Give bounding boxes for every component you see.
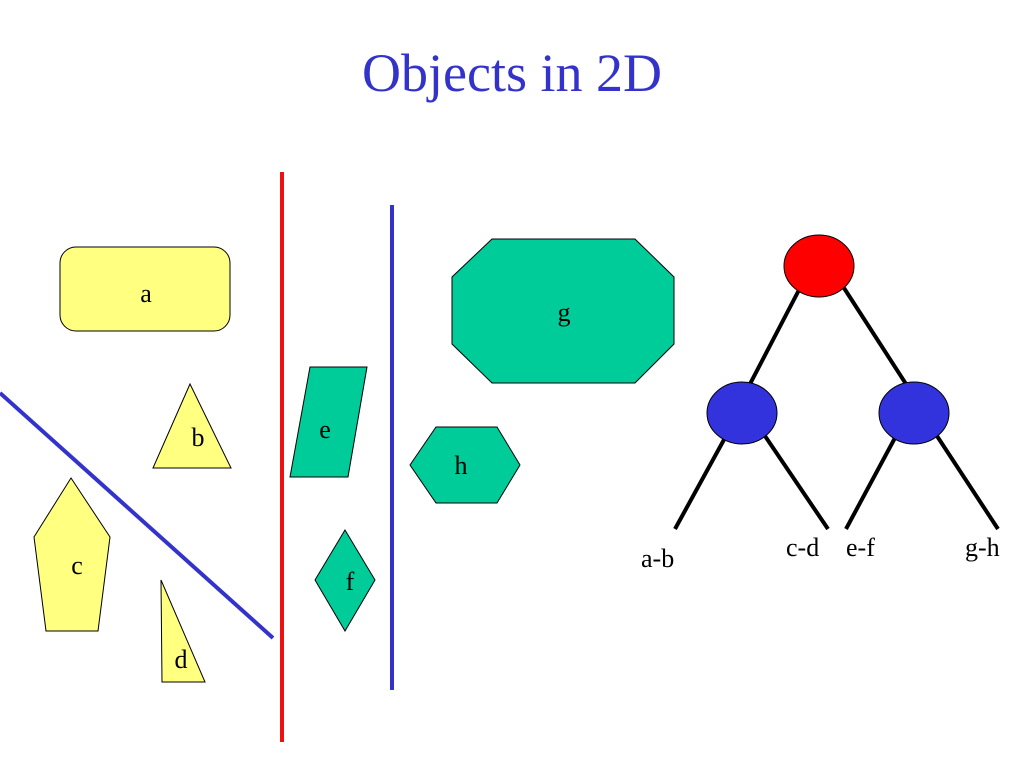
slide-title: Objects in 2D bbox=[362, 43, 662, 103]
tree-leaf-label-ab: a-b bbox=[641, 544, 674, 573]
tree-edge-root-left bbox=[748, 287, 802, 385]
tree-root-node bbox=[783, 234, 855, 298]
blue-partition-line-diagonal bbox=[0, 391, 275, 640]
tree-edge-right-ef bbox=[844, 435, 898, 530]
shape-e-parallelogram bbox=[289, 366, 368, 478]
tree-left-node bbox=[706, 381, 778, 445]
shape-h-label: h bbox=[455, 451, 468, 480]
tree-edge-root-right bbox=[842, 286, 908, 386]
shape-g-octagon bbox=[451, 238, 675, 384]
shape-f-label: f bbox=[346, 567, 355, 596]
shape-h-hexagon bbox=[409, 426, 521, 504]
tree-leaf-label-gh: g-h bbox=[965, 533, 1000, 562]
tree-edge-right-gh bbox=[935, 434, 1000, 531]
shape-f-diamond bbox=[314, 529, 376, 632]
tree-leaf-label-ef: e-f bbox=[846, 533, 875, 562]
shape-g-label: g bbox=[558, 298, 571, 327]
shape-a-label: a bbox=[140, 279, 152, 308]
shape-c-pentagon bbox=[33, 477, 111, 632]
shape-d-triangle bbox=[160, 579, 206, 683]
shape-d-label: d bbox=[175, 645, 188, 674]
tree-right-node bbox=[878, 381, 950, 445]
shape-b-label: b bbox=[192, 423, 205, 452]
tree-edge-left-ab bbox=[673, 435, 728, 530]
tree-leaf-label-cd: c-d bbox=[786, 533, 819, 562]
shape-c-label: c bbox=[71, 551, 83, 580]
shape-e-label: e bbox=[319, 415, 331, 444]
shape-a-rounded-rect bbox=[59, 246, 231, 332]
shape-b-triangle bbox=[152, 382, 232, 469]
tree-edge-left-cd bbox=[763, 434, 830, 531]
